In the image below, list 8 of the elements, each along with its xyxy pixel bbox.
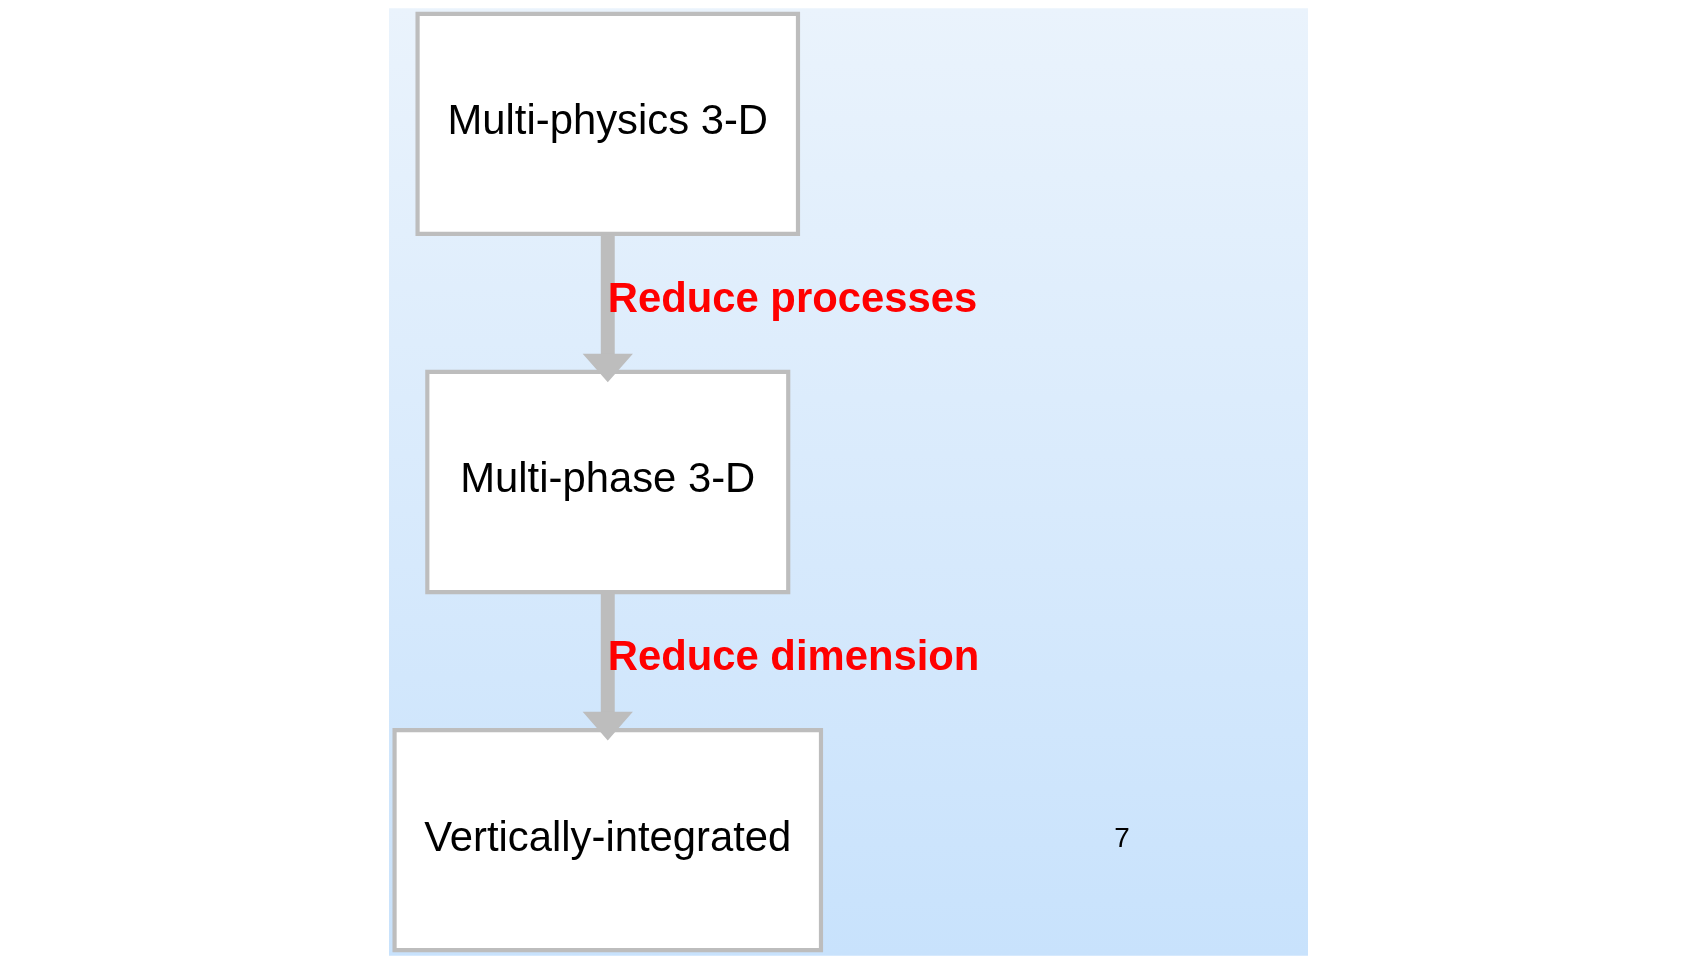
label: 7 — [1113, 822, 1130, 854]
node-box: Vertically-integrated — [392, 727, 823, 953]
edge-label: Reduce dimension — [607, 632, 979, 680]
node-box: Multi-physics 3-D — [415, 11, 800, 237]
node-box: Multi-phase 3-D — [424, 369, 790, 595]
arrow — [582, 592, 633, 741]
arrow — [582, 234, 633, 383]
edge-label: Reduce processes — [607, 274, 977, 321]
